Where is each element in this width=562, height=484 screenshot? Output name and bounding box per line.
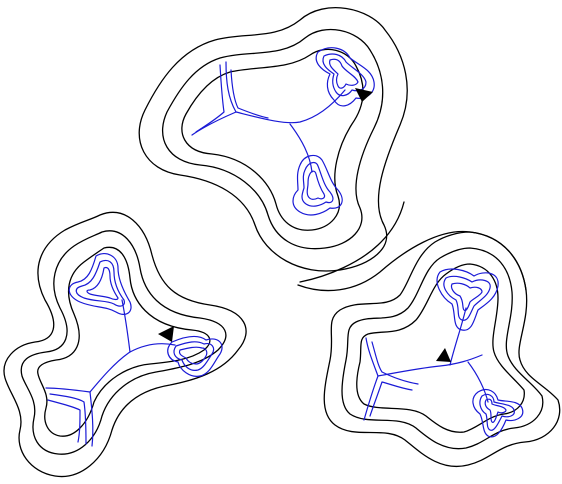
- top-flow-lines: [192, 48, 374, 215]
- top-middle-contour: [163, 29, 383, 248]
- bl-middle-contour: [21, 231, 226, 454]
- bl-flow-lines: [46, 254, 222, 446]
- top-inner-contour: [182, 49, 363, 230]
- top-bottom-loop-mid: [302, 163, 333, 207]
- top-left-branch-b: [192, 112, 236, 135]
- bl-top-loop-inner: [87, 267, 118, 299]
- br-stem-up: [450, 308, 466, 365]
- connector-curve-lower: [298, 232, 526, 291]
- bl-arrow-icon: [158, 326, 174, 342]
- br-top-loop-mid: [444, 276, 490, 320]
- br-inner-contour: [357, 264, 525, 432]
- br-outer-contour: [324, 232, 559, 466]
- top-trunk: [236, 90, 345, 123]
- br-top-loop-inner: [451, 283, 482, 310]
- top-left-branch-d: [231, 70, 268, 118]
- group-top: [139, 8, 407, 271]
- br-tripod-d: [370, 382, 412, 416]
- bl-stem-up: [122, 300, 130, 352]
- br-arrow-icon: [436, 348, 451, 362]
- group-bottom-left: [4, 212, 246, 476]
- br-trunk: [378, 355, 482, 376]
- group-bottom-right: [324, 232, 559, 466]
- bl-tripod-a: [46, 388, 90, 392]
- top-left-branch-c: [196, 65, 224, 132]
- top-outer-contour: [139, 8, 407, 271]
- br-stem-down: [468, 362, 488, 402]
- top-arrow-icon: [355, 88, 373, 102]
- br-tripod-c: [372, 342, 418, 384]
